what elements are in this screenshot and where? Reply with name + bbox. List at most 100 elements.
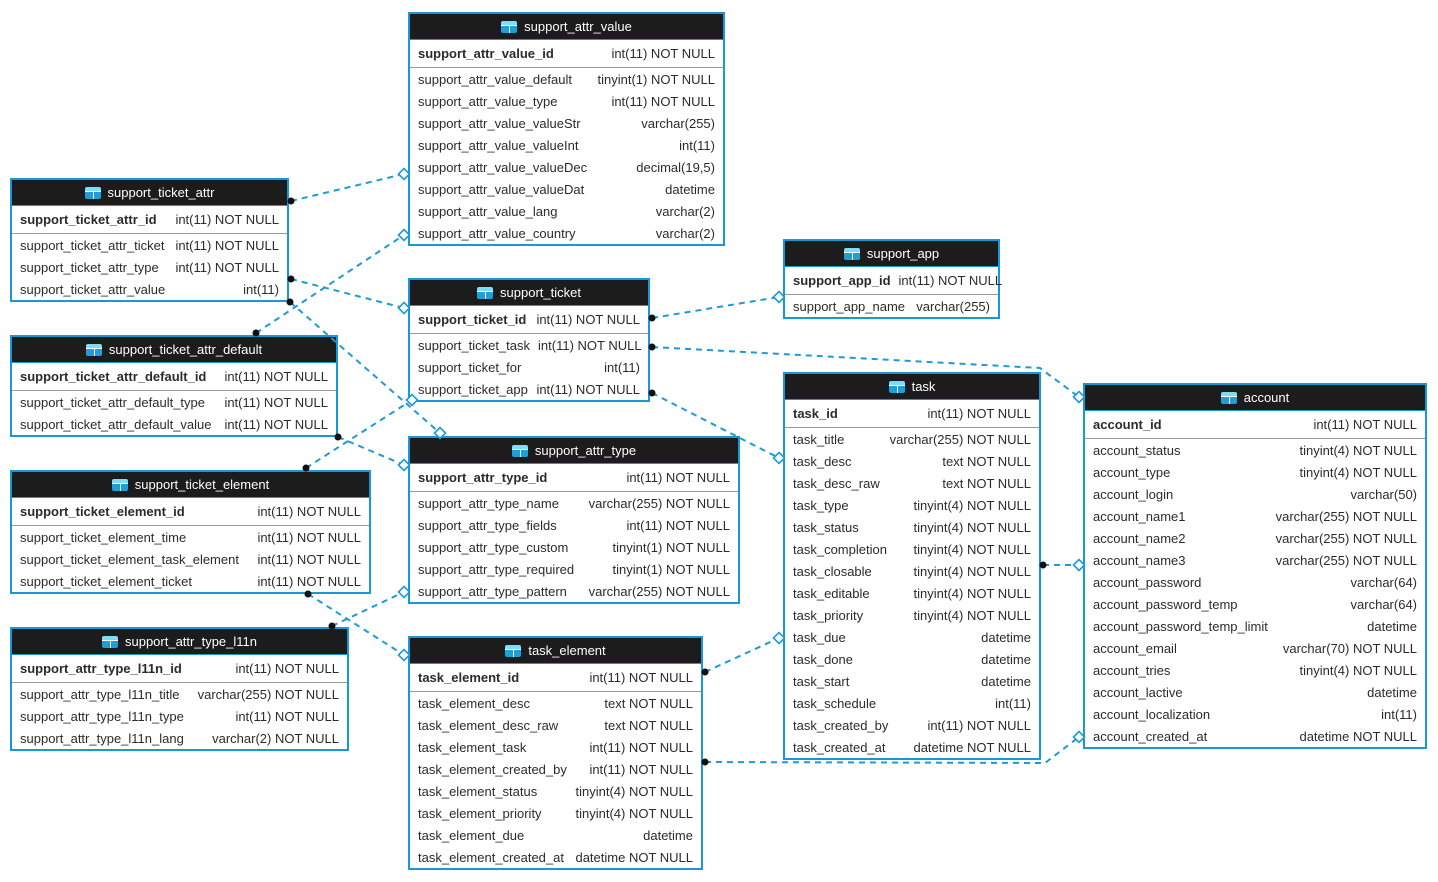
table-support_ticket_attr[interactable]: support_ticket_attr support_ticket_attr_i… [10, 178, 289, 302]
column-type: text NOT NULL [942, 475, 1031, 491]
table-header[interactable]: support_ticket_attr_default [12, 337, 336, 363]
table-header[interactable]: task [785, 374, 1039, 400]
column-name: support_attr_value_valueDat [418, 181, 585, 197]
column-name: support_ticket_task [418, 337, 531, 353]
relation-support_attr_type_l11n-to-support_attr_type[interactable] [328, 585, 411, 630]
relation-one-end-diamond [397, 585, 411, 599]
relation-support_ticket_attr_default-to-support_attr_type[interactable] [334, 433, 411, 472]
table-support_ticket_attr_default[interactable]: support_ticket_attr_default support_ticke… [10, 335, 338, 437]
table-header[interactable]: support_attr_value [410, 14, 723, 40]
table-support_attr_type_l11n[interactable]: support_attr_type_l11n support_attr_type_… [10, 627, 349, 751]
relation-task_element-to-task[interactable] [701, 631, 786, 676]
column-name: account_password [1093, 574, 1202, 590]
column-type: int(11) NOT NULL [589, 739, 693, 755]
relation-support_ticket_attr-to-support_ticket[interactable] [287, 275, 411, 315]
relation-many-end-dot [648, 389, 656, 397]
column-name: support_attr_value_valueDec [418, 159, 588, 175]
relation-one-end-diamond [772, 631, 786, 645]
column-type: int(11) NOT NULL [235, 708, 339, 724]
relation-one-end-diamond [397, 648, 411, 662]
table-title: support_ticket_element [134, 477, 270, 492]
column-name: support_ticket_for [418, 359, 522, 375]
relation-support_ticket-to-task[interactable] [648, 389, 786, 465]
relation-task-to-account[interactable] [1039, 558, 1086, 572]
column-name: task_priority [793, 607, 864, 623]
relation-one-end-diamond [772, 290, 786, 304]
table-icon [888, 380, 905, 393]
relation-many-end-dot [287, 275, 295, 283]
relation-support_ticket_element-to-task_element[interactable] [304, 590, 411, 662]
table-title: account [1243, 390, 1290, 405]
table-icon [843, 247, 860, 260]
table-header[interactable]: support_ticket [410, 280, 648, 306]
table-icon [111, 478, 128, 491]
column-name: support_attr_type_l11n_lang [20, 730, 184, 746]
column-type: text NOT NULL [604, 695, 693, 711]
table-header[interactable]: support_attr_type [410, 438, 738, 464]
column-name: support_app_id [793, 273, 891, 288]
column-type: tinyint(4) NOT NULL [913, 563, 1031, 579]
column-type: tinyint(4) NOT NULL [1299, 442, 1417, 458]
relation-many-end-dot [302, 464, 310, 472]
column-name: task_done [793, 651, 853, 667]
relation-support_ticket_attr_default-to-support_attr_value[interactable] [252, 228, 411, 337]
table-icon [511, 444, 528, 457]
column-name: account_password_temp [1093, 596, 1238, 612]
column-type: int(11) NOT NULL [257, 529, 361, 545]
relation-support_ticket_element-to-support_ticket[interactable] [302, 393, 419, 472]
table-header[interactable]: account [1085, 385, 1425, 411]
column-name: support_ticket_app [418, 381, 528, 397]
column-name: account_type [1093, 464, 1171, 480]
column-name: task_title [793, 431, 845, 447]
table-header[interactable]: support_app [785, 241, 998, 267]
column-type: varchar(255) [641, 115, 715, 131]
table-header[interactable]: support_ticket_element [12, 472, 369, 498]
column-type: int(11) NOT NULL [175, 212, 279, 227]
relation-support_ticket-to-support_app[interactable] [648, 290, 786, 322]
column-name: task_id [793, 406, 838, 421]
table-header[interactable]: task_element [410, 638, 701, 664]
column-name: task_element_priority [418, 805, 542, 821]
relation-support_ticket_attr-to-support_attr_value[interactable] [287, 167, 411, 205]
table-support_ticket_element[interactable]: support_ticket_element support_ticket_ele… [10, 470, 371, 594]
table-header[interactable]: support_ticket_attr [12, 180, 287, 206]
column-type: tinyint(4) NOT NULL [1299, 662, 1417, 678]
column-type: text NOT NULL [942, 453, 1031, 469]
relation-support_ticket-to-account[interactable] [648, 343, 1086, 404]
column-type: int(11) NOT NULL [536, 312, 640, 327]
relation-many-end-dot [1039, 561, 1047, 569]
column-name: support_ticket_attr_default_type [20, 394, 206, 410]
relation-one-end-diamond [433, 426, 447, 440]
relation-support_ticket_attr-to-support_attr_type[interactable] [286, 298, 447, 440]
column-name: support_ticket_attr_id [20, 212, 157, 227]
column-name: task_created_by [793, 717, 889, 733]
table-header[interactable]: support_attr_type_l11n [12, 629, 347, 655]
column-type: text NOT NULL [604, 717, 693, 733]
relation-task_element-to-account[interactable] [701, 730, 1086, 766]
column-type: datetime [1367, 684, 1417, 700]
column-type: varchar(64) [1350, 574, 1417, 590]
